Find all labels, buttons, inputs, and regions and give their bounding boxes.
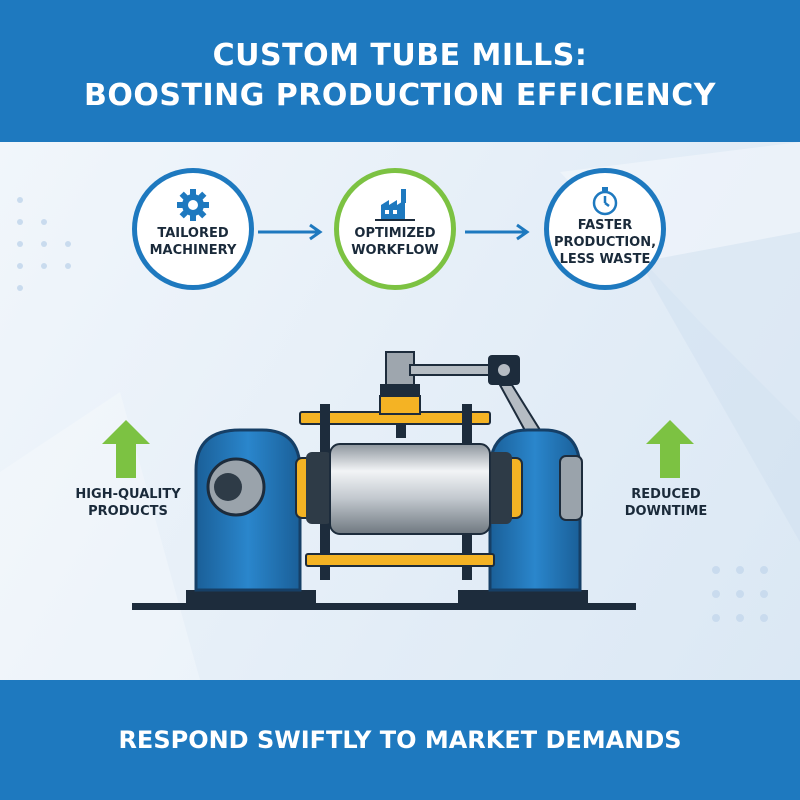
- header-banner: CUSTOM TUBE MILLS: BOOSTING PRODUCTION E…: [0, 0, 800, 142]
- tube-mill-illustration: [132, 351, 636, 610]
- footer-tagline: RESPOND SWIFTLY TO MARKET DEMANDS: [118, 726, 682, 754]
- flow-arrow-2: [465, 223, 530, 241]
- stopwatch-icon: [592, 187, 618, 216]
- benefit-high-quality: HIGH-QUALITY PRODUCTS: [58, 486, 198, 520]
- benefit-reduced-downtime: REDUCED DOWNTIME: [596, 486, 736, 520]
- title-line-1: CUSTOM TUBE MILLS:: [212, 38, 588, 73]
- up-arrow-icon: [102, 420, 150, 478]
- step-faster-production: FASTER PRODUCTION, LESS WASTE: [544, 168, 666, 290]
- step3-label-line3: LESS WASTE: [559, 252, 651, 267]
- floor-line: [132, 603, 636, 610]
- factory-icon: [375, 189, 415, 221]
- step-optimized-workflow: OPTIMIZED WORKFLOW: [334, 168, 456, 290]
- footer-banner: RESPOND SWIFTLY TO MARKET DEMANDS: [0, 680, 800, 800]
- step2-label-line2: WORKFLOW: [351, 243, 439, 258]
- step1-label-line1: TAILORED: [157, 226, 229, 241]
- step3-label-line1: FASTER: [577, 218, 633, 233]
- title-line-2: BOOSTING PRODUCTION EFFICIENCY: [84, 78, 716, 113]
- step3-label-line2: PRODUCTION,: [553, 235, 657, 250]
- step1-label-line2: MACHINERY: [149, 243, 237, 258]
- gear-icon: [177, 189, 209, 221]
- benefit-right-line2: DOWNTIME: [624, 504, 708, 519]
- benefit-right-line1: REDUCED: [631, 487, 701, 502]
- step2-label-line1: OPTIMIZED: [354, 226, 436, 241]
- flow-arrow-1: [258, 223, 323, 241]
- benefit-left-line1: HIGH-QUALITY: [75, 487, 181, 502]
- step-tailored-machinery: TAILORED MACHINERY: [132, 168, 254, 290]
- up-arrow-icon: [646, 420, 694, 478]
- benefit-left-line2: PRODUCTS: [88, 504, 168, 519]
